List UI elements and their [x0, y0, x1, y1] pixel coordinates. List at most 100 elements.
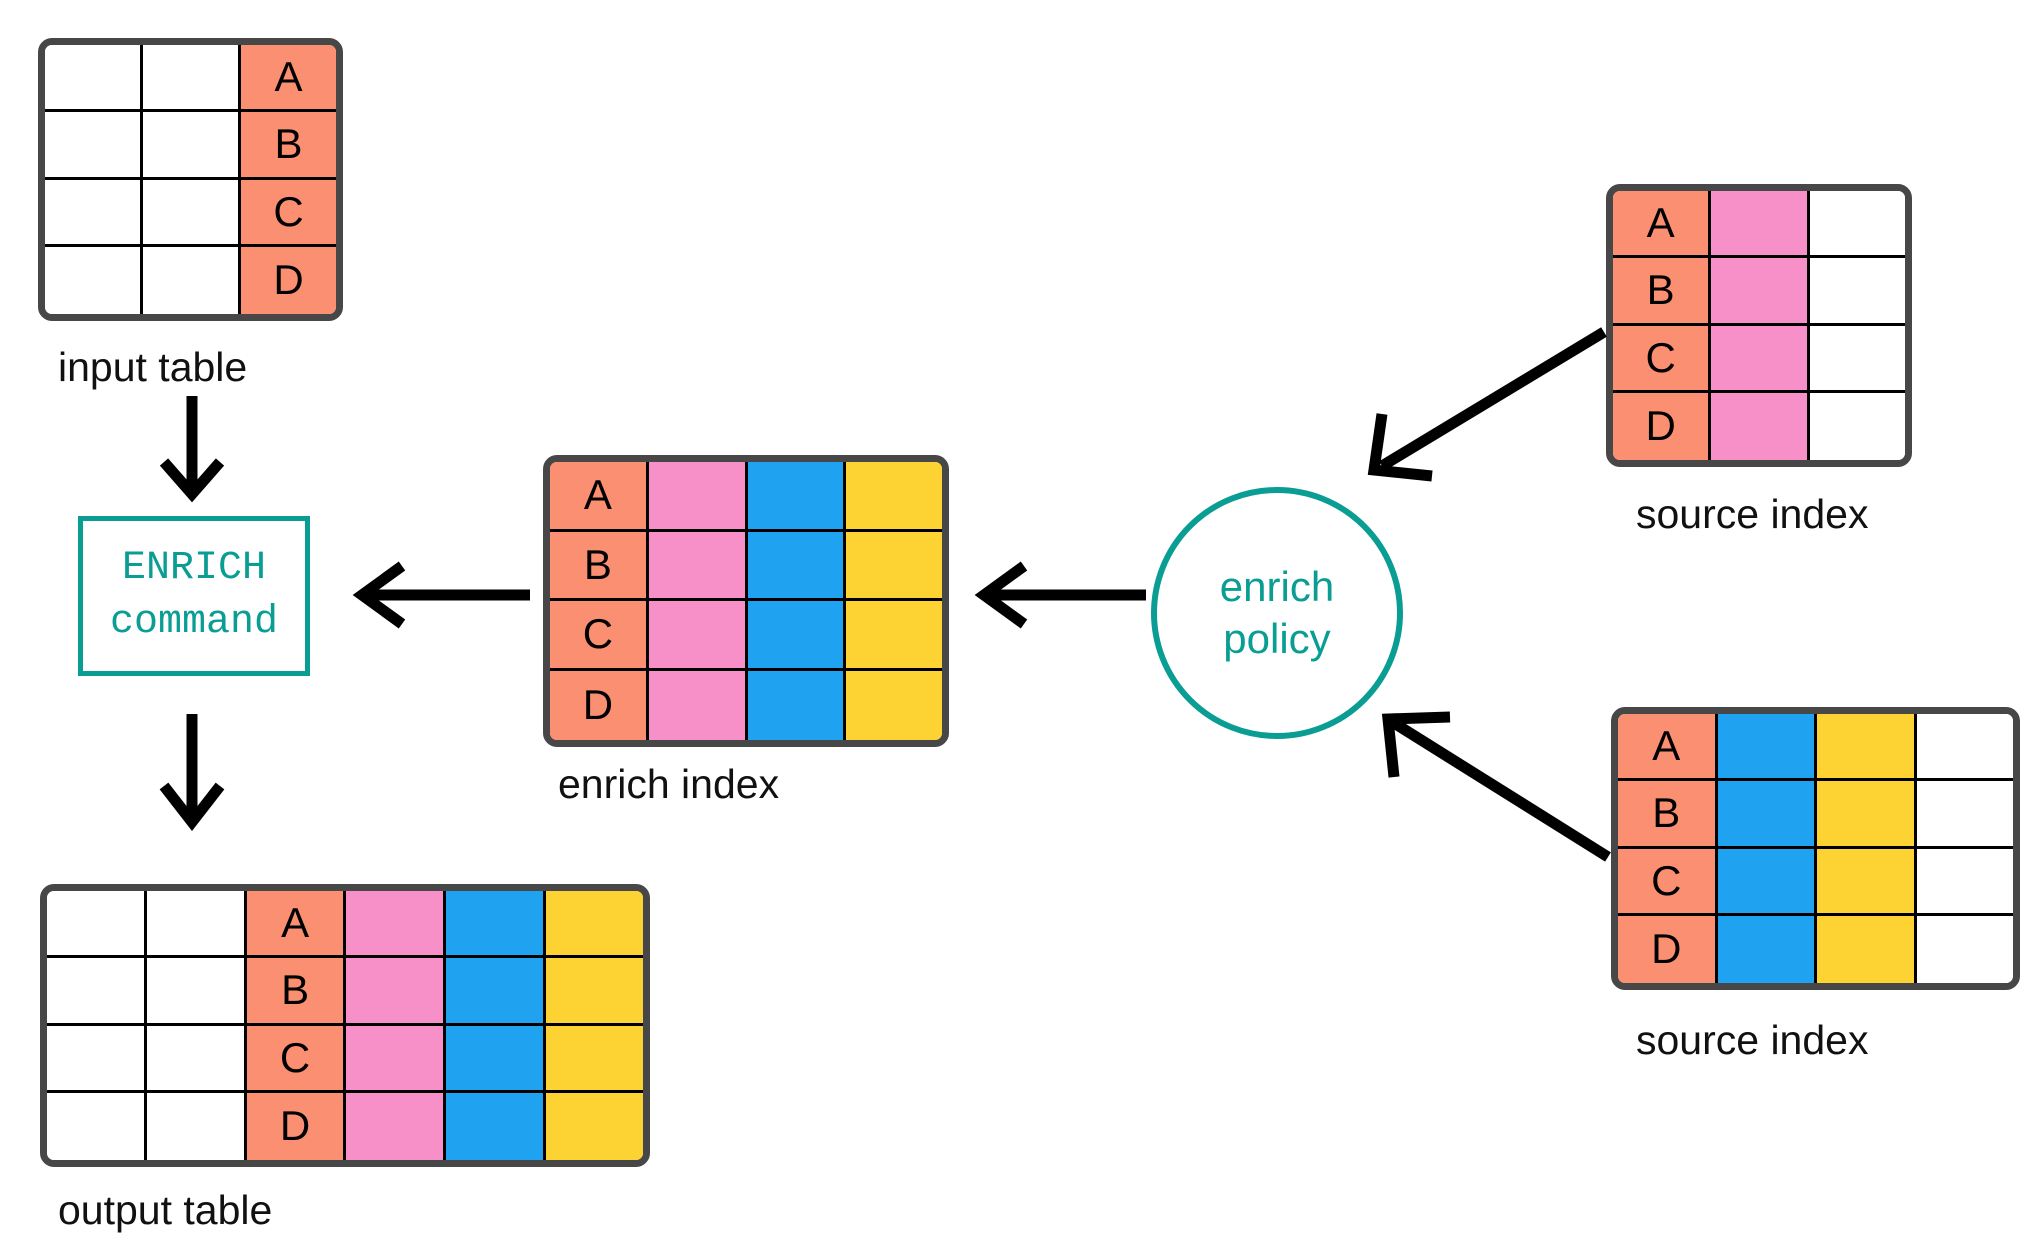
table-row: D [550, 670, 942, 740]
cell-field-1-r4 [1717, 915, 1817, 983]
cell-field-2-r3 [1817, 848, 1917, 916]
cell-key-col-r3: C [550, 601, 649, 671]
cell-key-col-r3: C [246, 1025, 347, 1093]
cell-field-2-r2 [1809, 258, 1905, 326]
cell-key-col-r2: B [1613, 258, 1712, 326]
cell-field-1-r3 [1711, 325, 1810, 393]
cell-col-2-r3 [143, 179, 241, 247]
cell-key-col-r4: D [1618, 915, 1718, 983]
table-row: C [45, 179, 336, 247]
cell-field-2-r1 [747, 462, 847, 532]
enrich-command-line-2: command [109, 600, 279, 645]
table-row: A [1618, 714, 2013, 782]
enrich-command-line-1: ENRICH [121, 546, 267, 591]
cell-key-col-r3: C [1618, 848, 1718, 916]
enrich-policy-line-2: policy [1223, 615, 1331, 662]
cell-key-col-r1: A [550, 462, 649, 532]
cell-field-2-r1 [1809, 191, 1905, 259]
arrow-enrich-index-to-command [352, 561, 530, 629]
cell-field-3-r3 [846, 601, 942, 671]
enrich-policy-line-1: enrich [1219, 562, 1335, 610]
cell-enriched-col-1-r1 [346, 891, 447, 959]
table-row: C [47, 1025, 643, 1093]
cell-field-1-r1 [648, 462, 748, 532]
cell-enriched-col-2-r3 [446, 1025, 547, 1093]
cell-enriched-col-2-r2 [446, 958, 547, 1026]
cell-field-1-r2 [1717, 781, 1817, 849]
cell-col-1-r1 [45, 45, 143, 113]
table-row: C [550, 601, 942, 671]
cell-key-col-r3: C [1613, 325, 1712, 393]
cell-col-1-r3 [47, 1025, 147, 1093]
cell-col-2-r2 [143, 112, 241, 180]
cell-field-3-r2 [1916, 781, 2013, 849]
cell-field-2-r4 [747, 670, 847, 740]
cell-key-col-r1: A [1618, 714, 1718, 782]
cell-field-2-r2 [747, 531, 847, 601]
cell-enriched-col-1-r2 [346, 958, 447, 1026]
cell-col-1-r4 [47, 1092, 147, 1160]
cell-key-col-r1: A [246, 891, 347, 959]
table-row: B [45, 112, 336, 180]
table-row: A [45, 45, 336, 113]
cell-col-2-r4 [143, 246, 241, 314]
arrow-command-to-output [159, 714, 225, 831]
cell-key-col-r1: A [1613, 191, 1712, 259]
enrich-policy-circle[interactable]: enrich policy [1151, 487, 1403, 739]
arrow-source-index-bottom-to-policy [1381, 711, 1611, 862]
cell-field-3-r2 [846, 531, 942, 601]
cell-col-2-r1 [143, 45, 241, 113]
cell-key-col-r2: B [550, 531, 649, 601]
cell-enriched-col-3-r2 [546, 958, 643, 1026]
table-row: D [1618, 915, 2013, 983]
cell-col-1-r2 [45, 112, 143, 180]
enrich-command-box[interactable]: ENRICH command [78, 516, 310, 676]
cell-field-1-r2 [1711, 258, 1810, 326]
cell-field-2-r3 [747, 601, 847, 671]
table-row: D [45, 246, 336, 314]
cell-key-col-r4: D [1613, 392, 1712, 460]
cell-enriched-col-1-r3 [346, 1025, 447, 1093]
cell-field-3-r4 [1916, 915, 2013, 983]
table-row: A [47, 891, 643, 959]
cell-enriched-col-3-r3 [546, 1025, 643, 1093]
output-table-caption: output table [58, 1187, 273, 1233]
table-row: B [1613, 258, 1905, 326]
cell-col-2-r4 [146, 1092, 247, 1160]
cell-field-1-r4 [1711, 392, 1810, 460]
cell-col-1-r3 [45, 179, 143, 247]
table-row: B [550, 531, 942, 601]
arrow-policy-to-enrich-index [974, 561, 1146, 629]
cell-field-2-r4 [1817, 915, 1917, 983]
cell-field-2-r2 [1817, 781, 1917, 849]
cell-field-1-r2 [648, 531, 748, 601]
cell-field-2-r4 [1809, 392, 1905, 460]
arrow-source-index-top-to-policy [1367, 327, 1607, 482]
cell-col-1-r2 [47, 958, 147, 1026]
source-index-bottom-caption: source index [1636, 1017, 1869, 1063]
cell-field-2-r3 [1809, 325, 1905, 393]
cell-field-1-r4 [648, 670, 748, 740]
table-row: A [1613, 191, 1905, 259]
table-row: B [1618, 781, 2013, 849]
cell-enriched-col-2-r1 [446, 891, 547, 959]
cell-key-col-r2: B [241, 112, 336, 180]
cell-field-1-r1 [1711, 191, 1810, 259]
cell-field-1-r3 [648, 601, 748, 671]
cell-key-col-r2: B [1618, 781, 1718, 849]
cell-enriched-col-1-r4 [346, 1092, 447, 1160]
cell-field-2-r1 [1817, 714, 1917, 782]
cell-key-col-r2: B [246, 958, 347, 1026]
table-row: B [47, 958, 643, 1026]
cell-field-3-r4 [846, 670, 942, 740]
cell-col-2-r2 [146, 958, 247, 1026]
table-row: C [1618, 848, 2013, 916]
arrow-input-to-command [159, 396, 225, 503]
cell-key-col-r1: A [241, 45, 336, 113]
